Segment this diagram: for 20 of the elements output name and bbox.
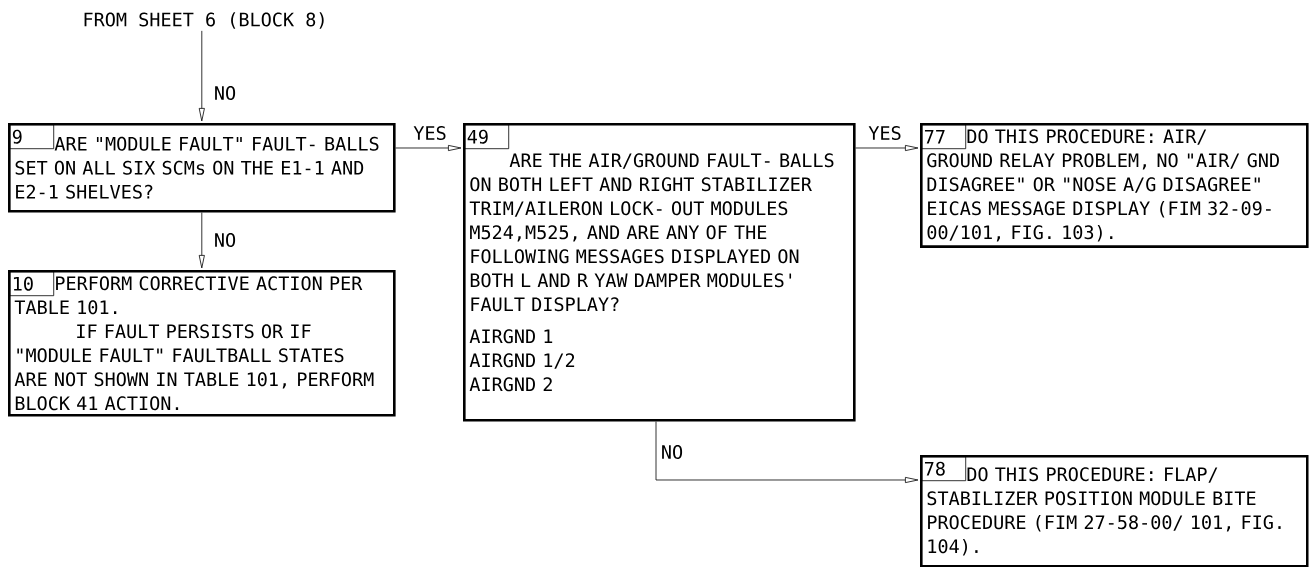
step-number: 78 [921,456,967,482]
arrow [855,145,919,151]
step-number: 10 [9,271,55,297]
step-number: 77 [921,124,967,150]
step-number: 49 [464,124,510,150]
edge-label: NO [212,85,238,101]
edge-label: NO [212,232,238,248]
edge-label: YES [867,125,903,141]
edge-label: YES [412,125,448,141]
node-label: AIRGND 1/2 [469,353,575,369]
node-label: AIRGND 1 [469,329,553,344]
node-label: ARE THE AIR/GROUND FAULT- BALLS ON BOTH LEFT AND RIGHT STABILIZER TRIM/AILERON LOCK- OUT MODULES M524,M525, AND ARE ANY OF THE FOLLOWING MESSAGES DISPLAYED ON BOTH L AND R YAW DAMPER MODULES' FAULT DISPLAY? [469,153,834,312]
arrow [395,145,462,151]
arrow [198,212,205,269]
step-number: 9 [9,124,55,150]
node-label: AIRGND 2 [469,377,552,392]
edge-label: NO [659,444,685,460]
arrow [198,30,205,122]
reference-text: FROM SHEET 6 (BLOCK 8) [84,12,324,29]
arrow [655,421,919,483]
